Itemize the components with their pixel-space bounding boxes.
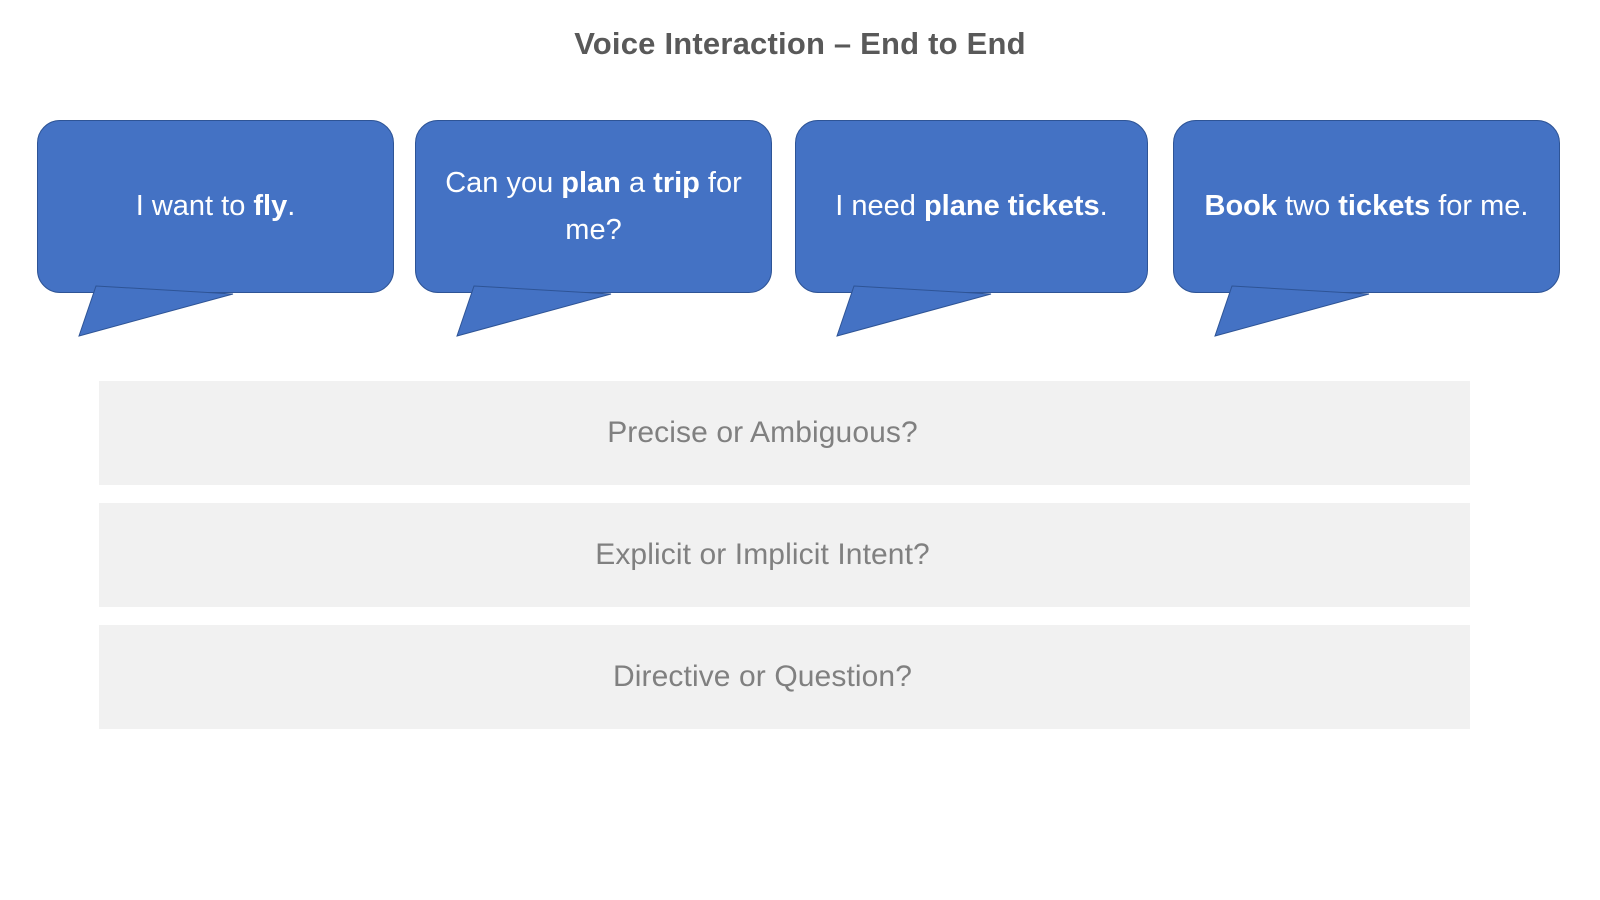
speech-bubble-2-text: Can you plan a trip for me? bbox=[445, 166, 742, 246]
slide-title: Voice Interaction – End to End bbox=[574, 26, 1026, 61]
speech-bubble-3[interactable]: I need plane tickets. bbox=[795, 120, 1148, 293]
question-bar-directive-question[interactable]: Directive or Question? bbox=[99, 625, 1470, 729]
speech-bubble-1[interactable]: I want to fly. bbox=[37, 120, 394, 293]
speech-bubble-3-tail bbox=[836, 285, 992, 337]
speech-bubble-3-text: I need plane tickets. bbox=[835, 190, 1108, 223]
question-bar-label: Precise or Ambiguous? bbox=[607, 416, 918, 449]
question-bar-label: Directive or Question? bbox=[613, 660, 912, 693]
question-bar-precise-ambiguous[interactable]: Precise or Ambiguous? bbox=[99, 381, 1470, 485]
question-bar-explicit-implicit[interactable]: Explicit or Implicit Intent? bbox=[99, 503, 1470, 607]
question-bars-group: Precise or Ambiguous? Explicit or Implic… bbox=[99, 381, 1470, 747]
speech-bubble-2-tail bbox=[456, 285, 612, 337]
speech-bubble-4[interactable]: Book two tickets for me. bbox=[1173, 120, 1560, 293]
speech-bubbles-group: I want to fly. Can you plan a trip for m… bbox=[0, 0, 1600, 360]
speech-bubble-2[interactable]: Can you plan a trip for me? bbox=[415, 120, 772, 293]
speech-bubble-1-tail bbox=[78, 285, 234, 337]
question-bar-label: Explicit or Implicit Intent? bbox=[595, 538, 930, 571]
speech-bubble-1-text: I want to fly. bbox=[135, 190, 296, 223]
speech-bubble-4-text: Book two tickets for me. bbox=[1204, 190, 1529, 223]
speech-bubble-4-tail bbox=[1214, 285, 1370, 337]
